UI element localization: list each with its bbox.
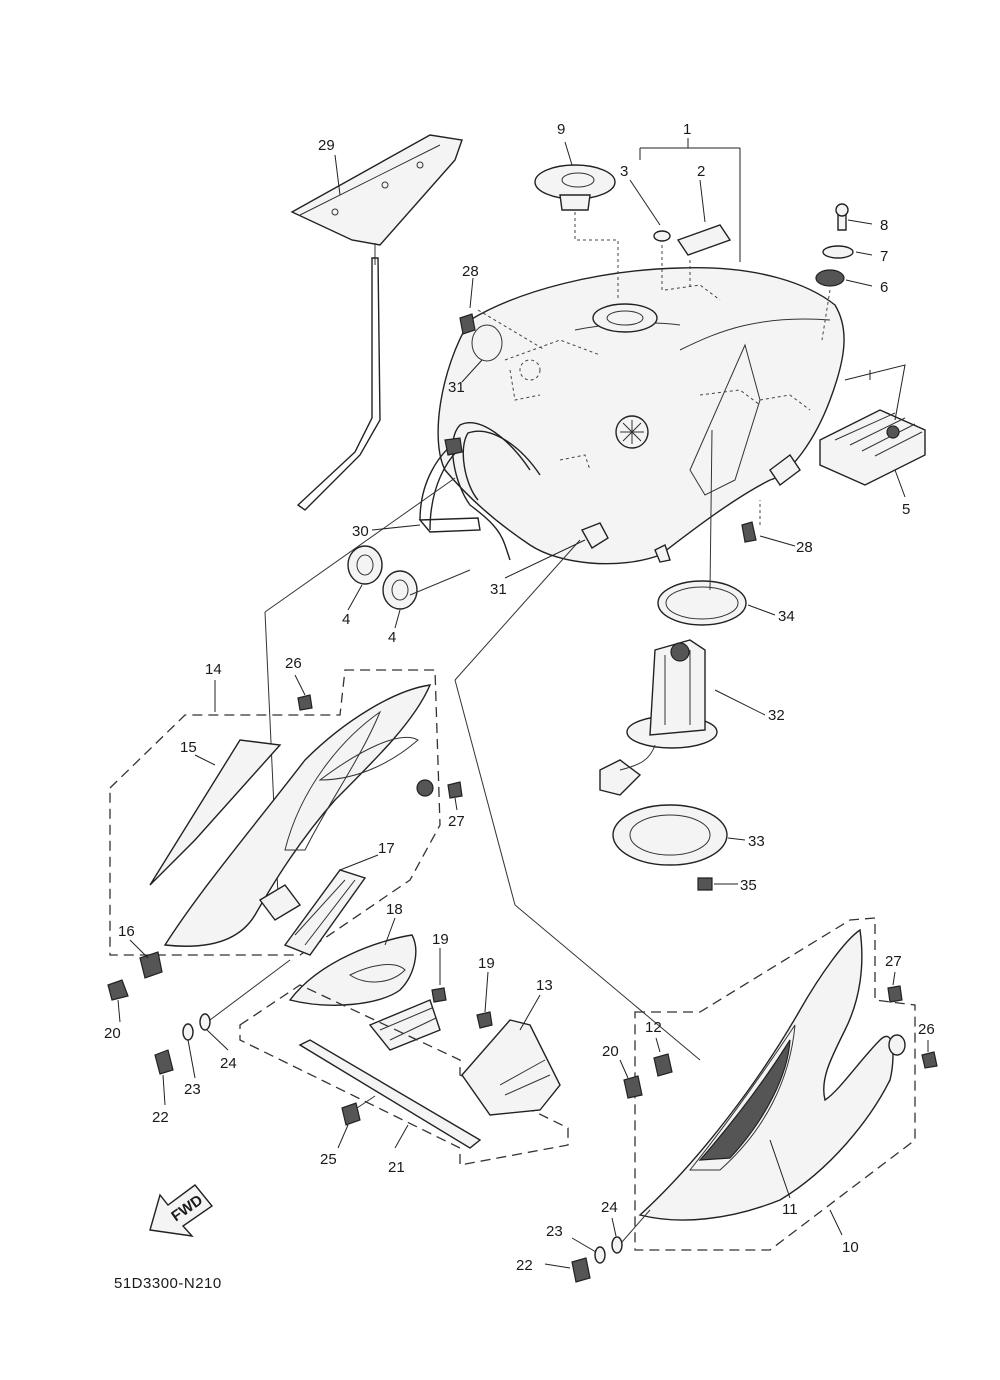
callout-24b: 24 bbox=[601, 1199, 618, 1216]
callout-leaders bbox=[117, 138, 929, 1269]
callout-31b: 31 bbox=[490, 581, 507, 598]
part-30-hose bbox=[418, 437, 481, 533]
group-14-outline bbox=[109, 669, 441, 956]
callout-27a: 27 bbox=[448, 813, 465, 830]
part-25-grommet bbox=[341, 1102, 361, 1126]
part-20-bolt-right bbox=[623, 1075, 643, 1099]
callout-3: 3 bbox=[620, 163, 628, 180]
part-20-bolt-left bbox=[107, 979, 129, 1001]
callout-6: 6 bbox=[880, 279, 888, 296]
fuel-tank-part-1 bbox=[437, 267, 845, 565]
part-24-collar-left bbox=[199, 1013, 211, 1031]
callout-22a: 22 bbox=[152, 1109, 169, 1126]
parts-6-7-8-damper bbox=[815, 203, 854, 341]
callout-21: 21 bbox=[388, 1159, 405, 1176]
part-35-screw bbox=[697, 877, 713, 891]
callout-15: 15 bbox=[180, 739, 197, 756]
callout-labels: 1 2 3 4 4 5 6 7 8 9 10 11 12 13 14 15 16… bbox=[104, 121, 935, 1274]
part-24-collar-right bbox=[611, 1236, 623, 1254]
callout-35: 35 bbox=[740, 877, 757, 894]
callout-9: 9 bbox=[557, 121, 565, 138]
part-27-nut-right bbox=[887, 985, 903, 1003]
part-15-panel bbox=[149, 739, 282, 886]
part-31-grommet-lower bbox=[580, 522, 609, 549]
callout-10: 10 bbox=[842, 1239, 859, 1256]
part-34-gasket bbox=[657, 580, 747, 626]
callout-29: 29 bbox=[318, 137, 335, 154]
callout-11: 11 bbox=[782, 1201, 798, 1218]
callout-34: 34 bbox=[778, 608, 795, 625]
part-26-bolt-right bbox=[921, 1051, 938, 1069]
part-3-label bbox=[653, 230, 671, 242]
callout-24a: 24 bbox=[220, 1055, 237, 1072]
part-23-washer-left bbox=[182, 1023, 194, 1041]
callout-32: 32 bbox=[768, 707, 785, 724]
part-22-bolt-left bbox=[154, 1049, 174, 1075]
callout-19a: 19 bbox=[432, 931, 449, 948]
callout-18: 18 bbox=[386, 901, 403, 918]
callout-30: 30 bbox=[352, 523, 369, 540]
callout-12: 12 bbox=[645, 1019, 662, 1036]
part-16-nut bbox=[139, 951, 163, 979]
callout-8: 8 bbox=[880, 217, 888, 234]
callout-23b: 23 bbox=[546, 1223, 563, 1240]
part-18-cover bbox=[288, 934, 417, 1006]
callout-26b: 26 bbox=[918, 1021, 935, 1038]
part-22-bolt-right bbox=[571, 1257, 591, 1283]
callout-28b: 28 bbox=[796, 539, 813, 556]
callout-7: 7 bbox=[880, 248, 888, 265]
part-4-dampers bbox=[347, 545, 418, 610]
callout-17: 17 bbox=[378, 840, 395, 857]
part-21-strip bbox=[298, 1039, 482, 1149]
callout-20b: 20 bbox=[602, 1043, 619, 1060]
callout-27b: 27 bbox=[885, 953, 902, 970]
callout-23a: 23 bbox=[184, 1081, 201, 1098]
callout-19b: 19 bbox=[478, 955, 495, 972]
part-27-nut-left bbox=[447, 781, 463, 799]
part-23-washer-right bbox=[594, 1246, 606, 1264]
callout-13: 13 bbox=[536, 977, 553, 994]
callout-16: 16 bbox=[118, 923, 135, 940]
part-9-filler-cap bbox=[534, 164, 616, 211]
callout-5: 5 bbox=[902, 501, 910, 518]
callout-33: 33 bbox=[748, 833, 765, 850]
part-13-guard bbox=[461, 1019, 561, 1116]
part-32-fuel-pump bbox=[599, 639, 718, 796]
callout-1: 1 bbox=[683, 121, 691, 138]
part-26-bolt-left bbox=[297, 694, 313, 711]
callout-2: 2 bbox=[697, 163, 705, 180]
part-2-label bbox=[676, 224, 732, 256]
group-18-21-outline bbox=[239, 984, 569, 1166]
callout-25: 25 bbox=[320, 1151, 337, 1168]
part-17-grip bbox=[283, 869, 367, 956]
part-11-emblem bbox=[698, 1039, 791, 1161]
part-28-clip-lower bbox=[741, 521, 757, 543]
callout-4b: 4 bbox=[388, 629, 396, 646]
callout-14: 14 bbox=[205, 661, 222, 678]
part-5-damper bbox=[819, 409, 926, 486]
part-19-bolt-left bbox=[431, 987, 447, 1003]
part-19-bolt-right bbox=[476, 1011, 493, 1029]
group-10-outline bbox=[634, 917, 916, 1251]
part-33-retainer-ring bbox=[612, 804, 728, 866]
callout-31a: 31 bbox=[448, 379, 465, 396]
part-28-clip-upper bbox=[459, 313, 476, 335]
callout-22b: 22 bbox=[516, 1257, 533, 1274]
fwd-arrow: FWD bbox=[149, 1184, 214, 1237]
callout-28a: 28 bbox=[462, 263, 479, 280]
part-31-grommet-upper bbox=[471, 324, 503, 362]
part-12-nut bbox=[653, 1053, 673, 1077]
diagram-code: 51D3300-N210 bbox=[114, 1275, 222, 1292]
callout-26a: 26 bbox=[285, 655, 302, 672]
callout-20a: 20 bbox=[104, 1025, 121, 1042]
part-14-side-cover bbox=[163, 684, 432, 947]
callout-4a: 4 bbox=[342, 611, 350, 628]
part-29-bracket bbox=[290, 134, 463, 511]
